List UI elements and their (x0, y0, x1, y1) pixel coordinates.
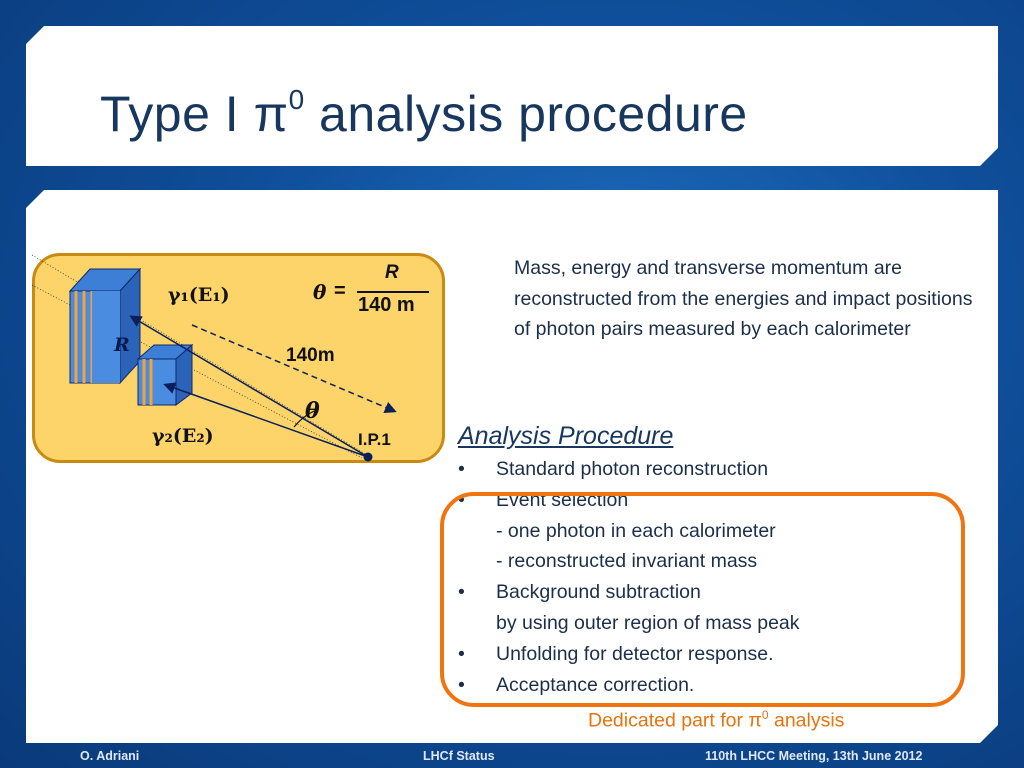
interaction-point-marker (363, 452, 373, 462)
photon-trajectory-1 (129, 315, 369, 458)
procedure-line-text: Unfolding for detector response. (496, 642, 774, 665)
distance-r-label: R (114, 334, 130, 356)
small-calorimeter-icon (136, 343, 194, 406)
procedure-line-text: by using outer region of mass peak (496, 612, 800, 634)
calorimeter-diagram (32, 254, 397, 462)
bullet-icon: • (458, 642, 465, 665)
title-rest: analysis procedure (304, 86, 748, 142)
large-calorimeter-icon (68, 267, 142, 385)
procedure-line-text: - reconstructed invariant mass (496, 550, 758, 573)
description-text: Mass, energy and transverse momentum are… (514, 257, 973, 340)
photon-trajectory-2 (163, 382, 369, 458)
footer-center: LHCf Status (423, 749, 495, 763)
highlight-note-rest: analysis (768, 709, 845, 732)
title-superscript: 0 (288, 84, 305, 115)
interaction-point-label: I.P.1 (358, 430, 391, 449)
guide-line-bottom (32, 284, 363, 459)
theta-arc (293, 410, 315, 428)
formula-denominator: 140 m (358, 294, 415, 316)
procedure-heading: Analysis Procedure (458, 422, 674, 450)
formula-fraction-bar (357, 291, 429, 293)
title-main: Type I π (100, 86, 289, 142)
bullet-icon: • (458, 581, 465, 604)
procedure-line-text: Acceptance correction. (496, 673, 695, 696)
gamma1-label: γ₁(E₁) (168, 284, 230, 306)
title-panel (26, 26, 998, 166)
bullet-icon: • (458, 458, 465, 480)
theta-angle-label: θ (305, 398, 320, 424)
distance-arrow (191, 324, 397, 413)
procedure-line-text: - one photon in each calorimeter (496, 519, 776, 542)
formula-theta: θ (313, 280, 327, 304)
highlight-box (440, 492, 965, 707)
highlight-note-main: Dedicated part for π (588, 709, 762, 732)
distance-140m-label: 140m (286, 345, 335, 366)
formula-numerator: R (385, 262, 399, 283)
procedure-line-text: Standard photon reconstruction (496, 458, 769, 480)
procedure-line-text: Background subtraction (496, 581, 701, 604)
footer-author: O. Adriani (80, 749, 140, 763)
page-title: Type I π0 analysis procedure (100, 84, 748, 143)
highlight-note: Dedicated part for π0 analysis (588, 708, 844, 733)
highlight-note-superscript: 0 (761, 708, 769, 722)
gamma2-label: γ₂(E₂) (152, 425, 214, 447)
footer-right: 110th LHCC Meeting, 13th June 2012 (705, 749, 923, 763)
formula-equals: = (334, 280, 346, 302)
